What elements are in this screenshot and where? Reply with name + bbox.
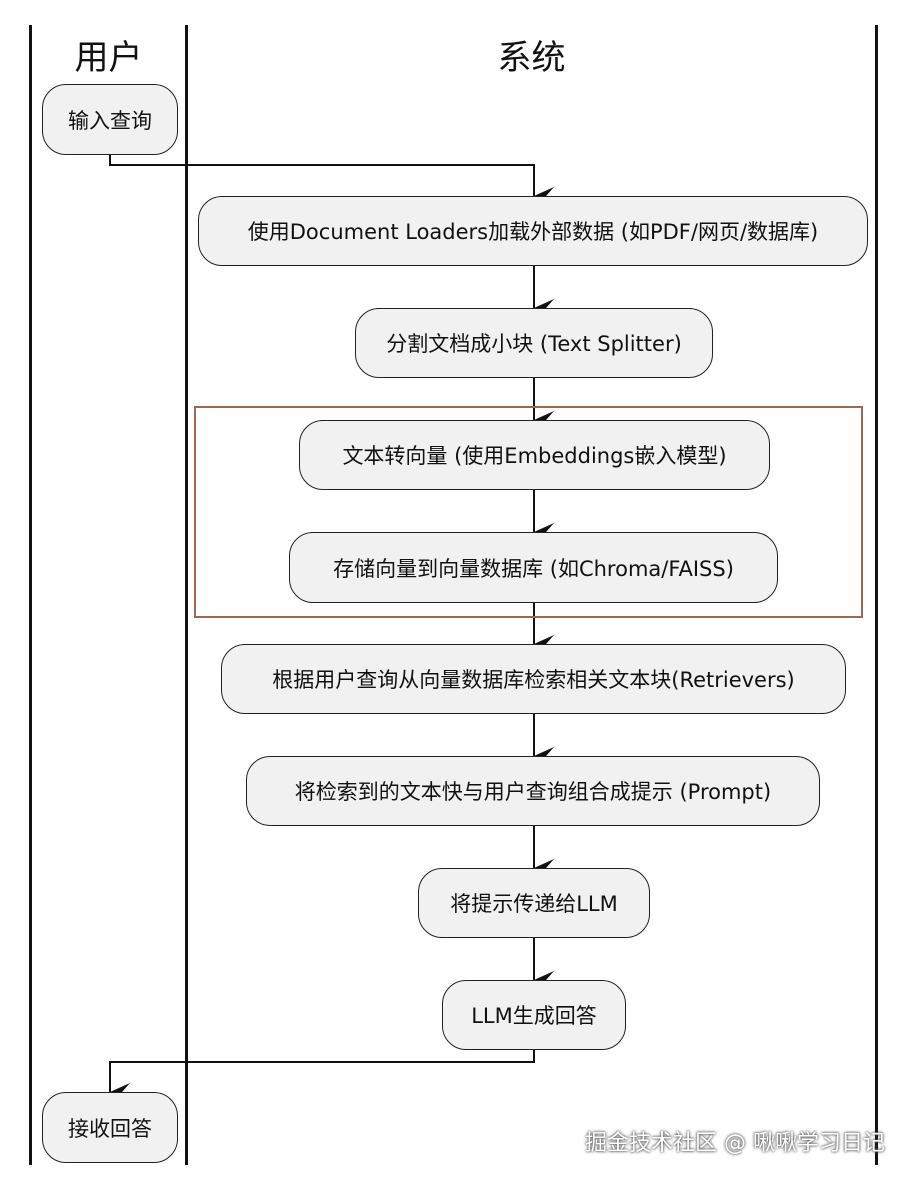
- edge-generate-to-receive: [109, 1050, 535, 1101]
- node-build-prompt[interactable]: 将检索到的文本快与用户查询组合成提示 (Prompt): [246, 756, 820, 826]
- lane-divider-left: [29, 25, 32, 1165]
- edge-input-to-load: [109, 155, 554, 205]
- lane-divider-right: [875, 25, 878, 1165]
- lane-title-user: 用户: [74, 38, 143, 78]
- embedding-storage-group: [194, 406, 863, 618]
- node-store-vectors[interactable]: 存储向量到向量数据库 (如Chroma/FAISS): [289, 532, 778, 603]
- node-input-query[interactable]: 输入查询: [42, 84, 178, 155]
- node-pass-to-llm[interactable]: 将提示传递给LLM: [418, 868, 650, 938]
- node-split-documents[interactable]: 分割文档成小块 (Text Splitter): [355, 308, 713, 378]
- watermark: 掘金技术社区 @ 啾啾学习日记: [585, 1131, 885, 1156]
- lane-divider-middle: [185, 25, 188, 1165]
- node-llm-generate[interactable]: LLM生成回答: [442, 980, 626, 1050]
- lane-title-system: 系统: [497, 38, 566, 78]
- node-embed-text[interactable]: 文本转向量 (使用Embeddings嵌入模型): [299, 420, 770, 490]
- node-receive-answer[interactable]: 接收回答: [42, 1092, 178, 1163]
- node-retrieve[interactable]: 根据用户查询从向量数据库检索相关文本块(Retrievers): [221, 644, 846, 714]
- node-load-documents[interactable]: 使用Document Loaders加载外部数据 (如PDF/网页/数据库): [198, 196, 868, 266]
